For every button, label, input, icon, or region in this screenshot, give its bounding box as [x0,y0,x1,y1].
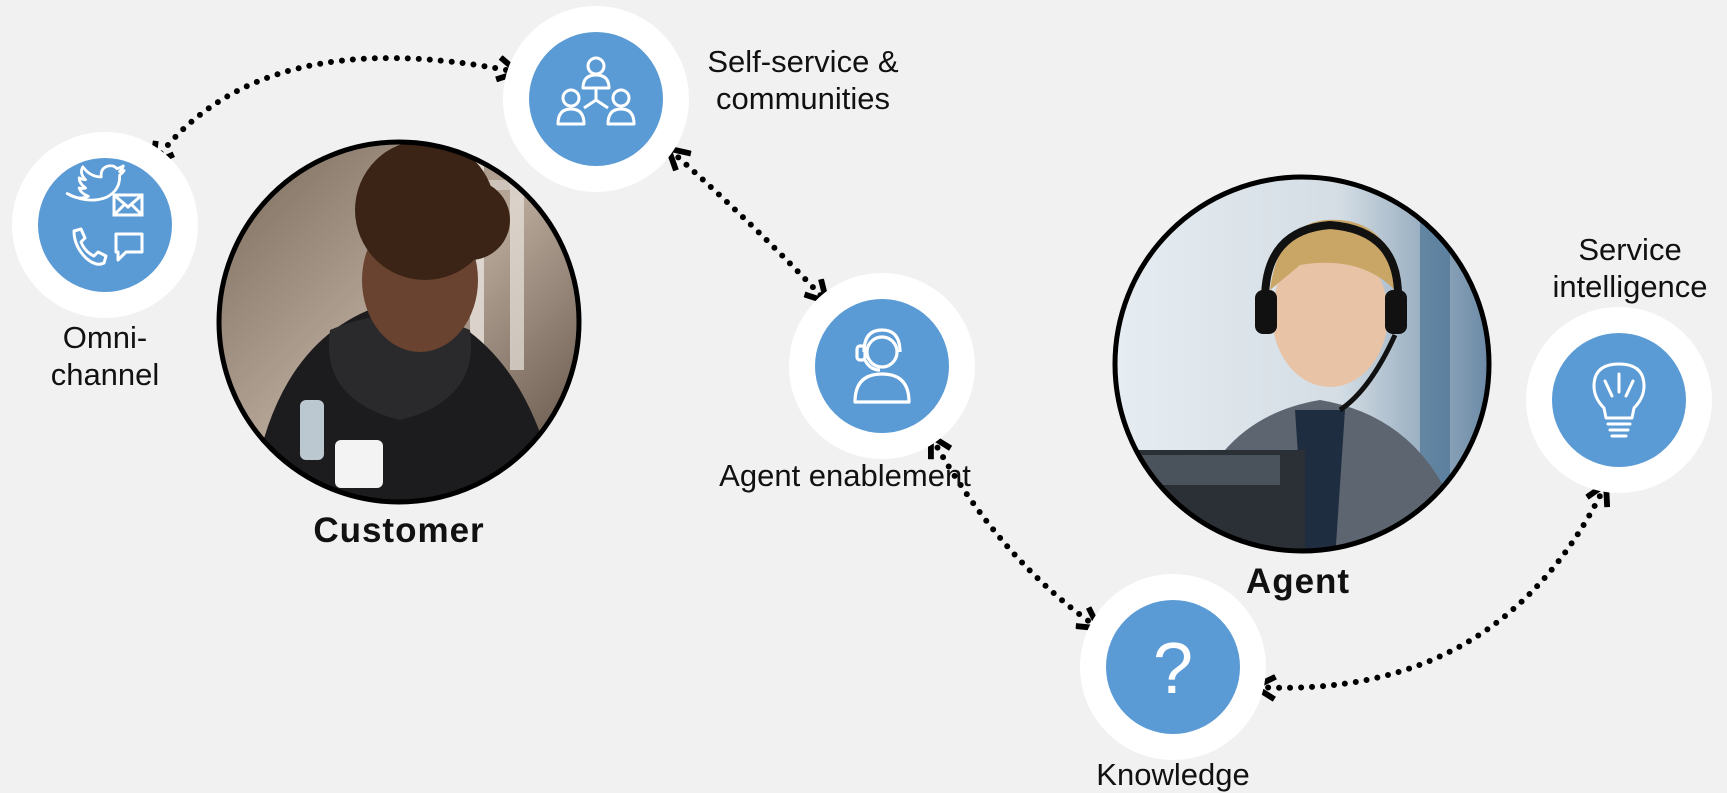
node-omnichannel [12,132,198,318]
connector-omni-selfservice [154,55,516,162]
customer-label: Customer [313,511,485,550]
node-service-intelligence [1526,307,1712,493]
connector-knowledge-intelligence [1257,486,1605,688]
agent-label: Agent [1245,562,1351,601]
lightbulb-icon [1592,362,1646,438]
customer-photo [216,139,582,505]
community-icon [556,56,636,126]
chat-icon [114,232,144,262]
agent-enablement-label: Agent enablement [719,458,971,493]
omnichannel-label: Omni- channel [50,320,160,392]
agent-photo [1112,174,1492,554]
connectors [154,55,1605,688]
service-intelligence-label: Service intelligence [1552,232,1708,304]
self-service-label: Self-service & communities [707,44,899,116]
knowledge-label: Knowledge [1096,757,1250,792]
node-knowledge: ? [1080,574,1266,760]
connector-selfservice-agent [670,150,825,300]
connector-agent-knowledge [932,438,1097,627]
phone-icon [72,227,108,266]
node-self-service [503,6,689,192]
twitter-icon [65,164,126,202]
question-icon: ? [1153,629,1193,709]
headset-agent-icon [853,328,911,404]
mail-icon [112,193,144,217]
node-agent-enablement [789,273,975,459]
